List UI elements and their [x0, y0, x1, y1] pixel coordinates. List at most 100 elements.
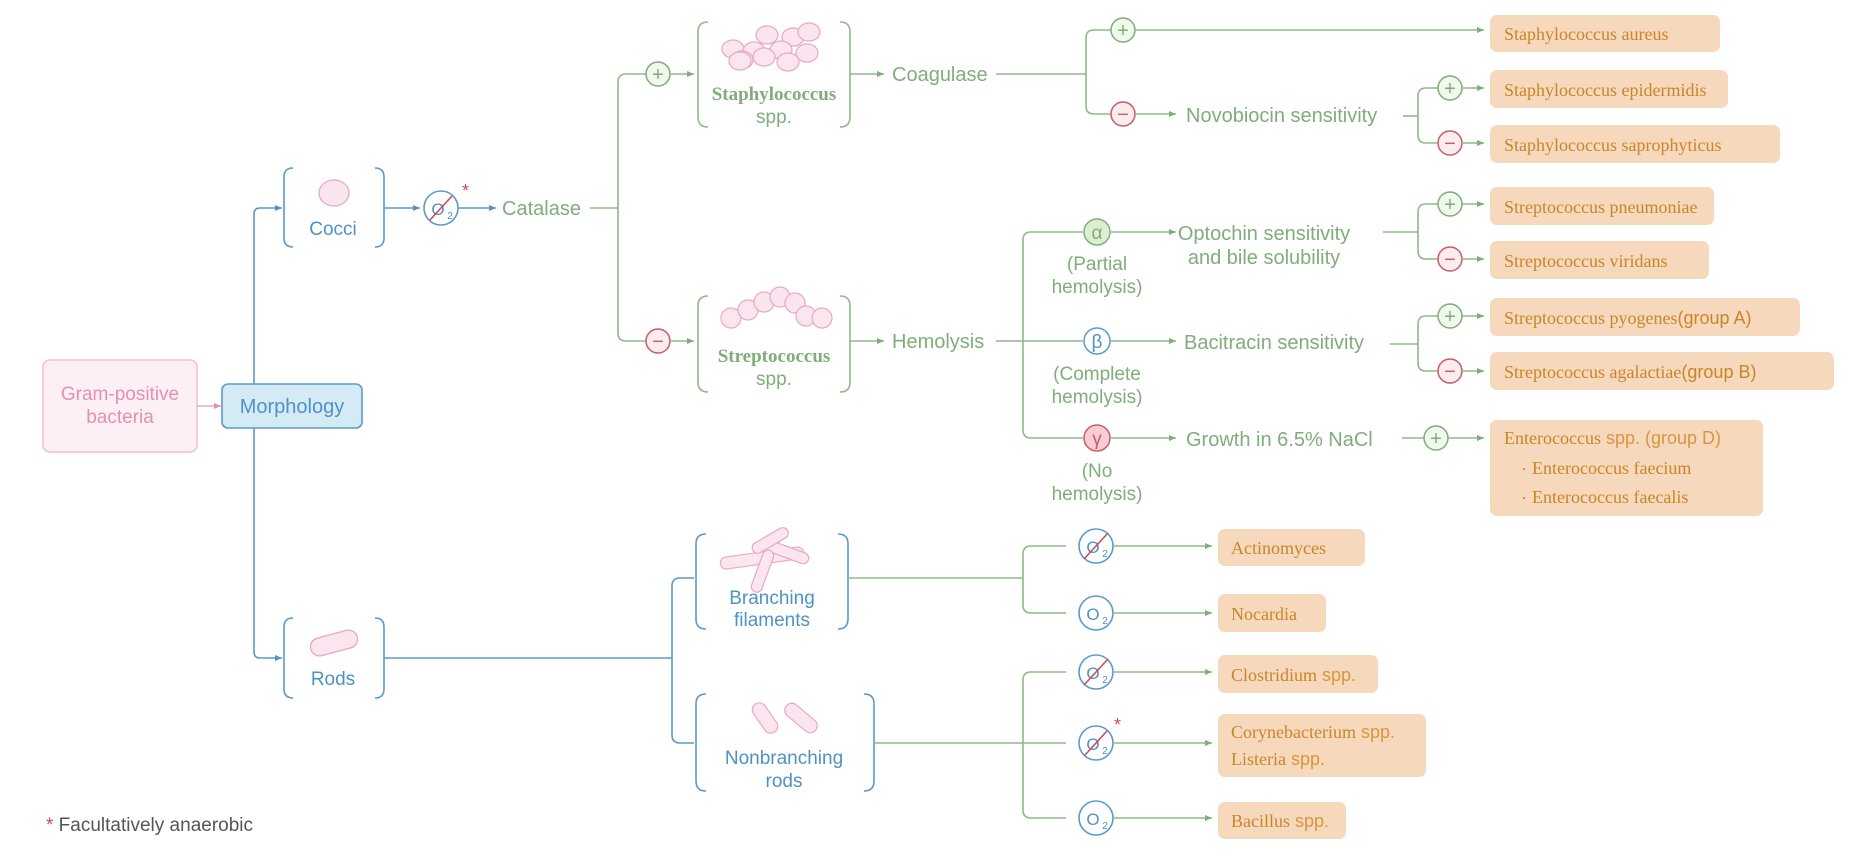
- bacitracin-label: Bacitracin sensitivity: [1184, 332, 1364, 354]
- connector-branching-anaerobic: [1022, 545, 1066, 578]
- beta-hemolysis-icon: β: [1083, 327, 1111, 355]
- svg-text:γ: γ: [1092, 429, 1102, 450]
- nacl-plus-icon: +: [1423, 425, 1449, 451]
- result-staph-saprophyticus: Staphylococcus saprophyticus: [1490, 125, 1780, 163]
- alpha-label-line2: hemolysis): [1052, 277, 1143, 298]
- facultative-oxygen-icon: O 2 *: [423, 181, 469, 226]
- svg-text:−: −: [652, 331, 664, 353]
- connector-hemolysis-gamma: [1022, 341, 1083, 439]
- connector-branching-aerobic: [1022, 578, 1066, 614]
- root-label-line1: Gram-positive: [61, 384, 179, 405]
- staphylococcus-spp: spp.: [756, 107, 792, 128]
- svg-text:+: +: [1444, 306, 1456, 328]
- branching-filaments-node: Branching filaments: [695, 527, 849, 631]
- connector-optochin-plus: [1417, 203, 1438, 232]
- result-clostridium: Clostridium spp.: [1218, 655, 1378, 693]
- connector-catalase-minus: [617, 208, 646, 342]
- result-staph-epidermidis: Staphylococcus epidermidis: [1490, 70, 1728, 108]
- result-corynebacterium-listeria: Corynebacterium spp. Listeria spp.: [1218, 714, 1426, 777]
- footnote-asterisk: *: [46, 815, 54, 836]
- oxygen-subscript: 2: [447, 211, 453, 222]
- svg-text:Clostridium spp.: Clostridium spp.: [1231, 665, 1356, 685]
- result-staph-aureus: Staphylococcus aureus: [1490, 15, 1720, 52]
- streptococcus-chain-icon: [720, 286, 833, 329]
- svg-text:Enterococcus spp. (group D): Enterococcus spp. (group D): [1504, 428, 1721, 448]
- connector-rods-nonbranching: [671, 658, 694, 744]
- alpha-label-line1: (Partial: [1067, 254, 1127, 275]
- cocci-node: Cocci: [283, 167, 385, 248]
- alpha-hemolysis-icon: α: [1083, 218, 1111, 246]
- connector-bacitracin-plus: [1417, 315, 1438, 344]
- nonbranching-rods-icon: [751, 702, 818, 734]
- connector-optochin-minus: [1417, 232, 1438, 260]
- svg-text:2: 2: [1102, 549, 1108, 560]
- nonbranching-label-line2: rods: [766, 771, 803, 792]
- staphylococcus-node: Staphylococcus spp.: [697, 21, 851, 128]
- svg-text:O: O: [1086, 810, 1099, 829]
- streptococcus-label: Streptococcus: [718, 346, 831, 367]
- gamma-hemolysis-icon: γ: [1083, 424, 1111, 452]
- morphology-node: Morphology: [221, 383, 363, 429]
- aerobic-icon-bacillus: O 2: [1078, 800, 1114, 836]
- nonbranching-rods-node: Nonbranching rods: [695, 693, 875, 792]
- svg-text:O: O: [1086, 605, 1099, 624]
- svg-text:Streptococcus pneumoniae: Streptococcus pneumoniae: [1504, 197, 1697, 217]
- optochin-minus-icon: −: [1437, 246, 1463, 272]
- connector-coagulase-minus: [1085, 74, 1111, 115]
- facultative-icon-corynebacterium: O 2 *: [1078, 715, 1121, 761]
- cocci-label: Cocci: [309, 219, 357, 240]
- rods-label: Rods: [311, 669, 355, 690]
- svg-text:+: +: [1430, 428, 1442, 450]
- anaerobic-icon-actinomyces: O 2: [1078, 528, 1114, 564]
- connector-morph-cocci: [253, 205, 282, 384]
- svg-text:−: −: [1444, 249, 1456, 271]
- nonbranching-label-line1: Nonbranching: [725, 748, 843, 769]
- connector-novobiocin-minus: [1417, 116, 1438, 144]
- optochin-label-line2: and bile solubility: [1188, 247, 1340, 269]
- connector-novobiocin-plus: [1417, 87, 1438, 116]
- svg-text:−: −: [1444, 133, 1456, 155]
- footnote: * Facultatively anaerobic: [46, 815, 253, 836]
- svg-text:2: 2: [1102, 746, 1108, 757]
- svg-text:−: −: [1444, 361, 1456, 383]
- svg-text:Nocardia: Nocardia: [1231, 604, 1297, 624]
- connector-rods-branching: [671, 577, 694, 658]
- staphylococcus-label: Staphylococcus: [712, 84, 837, 105]
- svg-text:Corynebacterium spp.: Corynebacterium spp.: [1231, 722, 1395, 742]
- svg-text:2: 2: [1102, 821, 1108, 832]
- beta-label-line2: hemolysis): [1052, 387, 1143, 408]
- connector-nonbranching-aerobic: [1022, 743, 1066, 819]
- root-label-line2: bacteria: [86, 407, 154, 428]
- result-strep-viridans: Streptococcus viridans: [1490, 241, 1709, 279]
- connector-coagulase-plus: [1085, 29, 1111, 74]
- svg-text:Streptococcus viridans: Streptococcus viridans: [1504, 251, 1667, 271]
- catalase-minus-icon: −: [645, 328, 671, 354]
- result-enterococcus: Enterococcus spp. (group D) · Enterococc…: [1490, 420, 1763, 516]
- bacitracin-plus-icon: +: [1437, 303, 1463, 329]
- svg-text:β: β: [1092, 332, 1103, 353]
- staphylococcus-cluster-icon: [721, 22, 821, 72]
- svg-text:* Facultatively anaerobic: * Facultatively anaerobic: [46, 815, 253, 836]
- svg-text:*: *: [1114, 715, 1121, 735]
- svg-text:α: α: [1092, 223, 1103, 244]
- connector-morph-rods: [253, 428, 282, 661]
- streptococcus-node: Streptococcus spp.: [697, 286, 851, 393]
- rods-node: Rods: [283, 617, 385, 699]
- connector-catalase-plus: [617, 73, 646, 208]
- svg-text:· Enterococcus faecalis: · Enterococcus faecalis: [1521, 487, 1688, 507]
- svg-text:+: +: [1117, 20, 1129, 42]
- result-bacillus: Bacillus spp.: [1218, 802, 1346, 839]
- catalase-plus-icon: +: [645, 61, 671, 87]
- bacitracin-minus-icon: −: [1437, 358, 1463, 384]
- svg-text:+: +: [1444, 78, 1456, 100]
- optochin-plus-icon: +: [1437, 191, 1463, 217]
- novobiocin-label: Novobiocin sensitivity: [1186, 105, 1377, 127]
- aerobic-icon-nocardia: O 2: [1078, 595, 1114, 631]
- gamma-label-line2: hemolysis): [1052, 484, 1143, 505]
- novobiocin-minus-icon: −: [1437, 130, 1463, 156]
- svg-text:Staphylococcus aureus: Staphylococcus aureus: [1504, 24, 1668, 44]
- anaerobic-icon-clostridium: O 2: [1078, 654, 1114, 690]
- rod-icon: [309, 629, 359, 657]
- connector-hemolysis-alpha: [1022, 231, 1083, 341]
- root-node: Gram-positive bacteria: [42, 359, 198, 453]
